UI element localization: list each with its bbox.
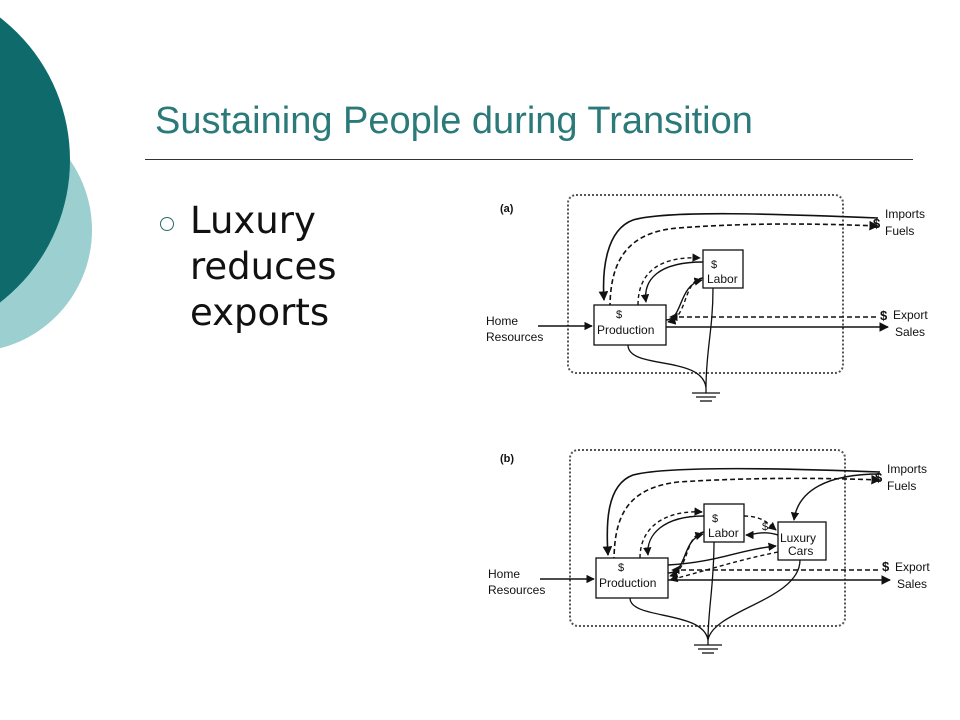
panel-label-a: (a) (500, 203, 514, 215)
labor-box-a (702, 249, 744, 289)
export-label-a: Export (893, 308, 928, 322)
home-label-b: Home (488, 567, 520, 581)
bullet-line: reduces (190, 245, 337, 288)
import-money-flow-b (613, 474, 881, 563)
production-box-a (593, 304, 667, 346)
export-dollar-a: $ (880, 308, 888, 323)
panel-label-b: (b) (500, 453, 514, 465)
resources-label-a: Resources (486, 330, 543, 344)
luxury-to-labor-b (745, 530, 779, 540)
luxury-cars-box-b (777, 521, 827, 561)
fuel-to-luxury-b (790, 473, 881, 521)
import-money-flow-a (609, 220, 879, 309)
production-money-to-labor-b (639, 507, 703, 559)
production-to-labor-b (667, 531, 704, 574)
system-boundary-a (567, 194, 844, 374)
dark-teal-circle (0, 17, 70, 303)
export-label-b: Export (895, 560, 930, 574)
slide-title: Sustaining People during Transition (155, 100, 753, 142)
labor-box-b (703, 503, 745, 543)
heat-flow-b (629, 541, 801, 641)
labor-label-b: Labor (708, 526, 739, 540)
home-label-a: Home (486, 314, 518, 328)
production-label-a: Production (597, 323, 654, 337)
cars-label-b: Cars (788, 544, 813, 558)
sales-label-b: Sales (897, 577, 927, 591)
imports-label-a: Imports (885, 207, 925, 221)
production-label-b: Production (599, 576, 656, 590)
labor-dollar-b: $ (712, 513, 718, 525)
heat-sink-icon (694, 640, 722, 654)
export-dollar-b: $ (882, 559, 890, 574)
production-money-to-labor-a (637, 253, 701, 306)
title-divider (145, 159, 913, 160)
labor-money-back-a (667, 277, 704, 325)
production-box-b (595, 557, 669, 599)
heat-sink-icon (692, 388, 720, 402)
production-to-luxury-b (667, 542, 777, 566)
diagram-b: (b) $ Imports Fuels $ Labor $ Luxury Car… (488, 449, 930, 654)
labor-label-a: Labor (707, 272, 738, 286)
bullet-line: Luxury (190, 199, 316, 242)
labor-dollar-a: $ (711, 259, 717, 271)
luxury-money-to-production-b (669, 551, 779, 583)
fuels-label-a: Fuels (885, 224, 914, 238)
imports-label-b: Imports (887, 462, 927, 476)
labor-to-production-b (643, 515, 705, 556)
luxury-dollar-b: $ (762, 521, 768, 533)
system-boundary-b (569, 449, 846, 627)
fuel-flow-a (598, 212, 879, 301)
bullet-line: exports (190, 291, 330, 334)
diagram-a: (a) $ Imports Fuels $ Labor $ Production… (486, 194, 928, 402)
labor-to-luxury-b (743, 515, 777, 531)
sales-label-a: Sales (895, 325, 925, 339)
bullet-text: Luxury reduces exports (190, 198, 336, 336)
bullet-circle-icon (160, 217, 174, 231)
heat-flow-a (627, 287, 714, 389)
production-dollar-a: $ (616, 309, 622, 321)
resources-label-b: Resources (488, 583, 545, 597)
fuel-flow-b (602, 467, 881, 556)
labor-to-production-a (640, 261, 704, 303)
production-to-labor-a (665, 277, 703, 321)
energy-diagrams: (a) $ Imports Fuels $ Labor $ Production… (486, 194, 930, 654)
decorative-circles (0, 17, 92, 349)
luxury-label-b: Luxury (780, 531, 816, 545)
production-dollar-b: $ (618, 562, 624, 574)
fuels-label-b: Fuels (887, 479, 916, 493)
